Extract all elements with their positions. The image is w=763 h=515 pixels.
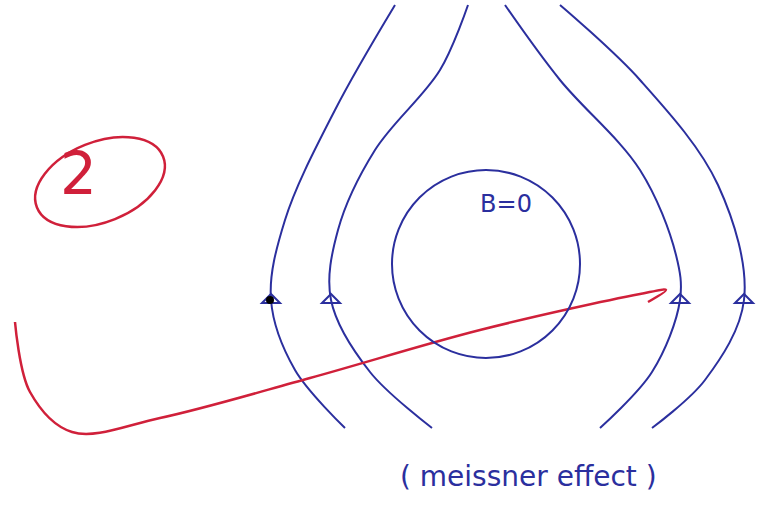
field-arrow [322,294,340,303]
callout-number: 2 [60,140,97,208]
field-arrow [735,294,753,303]
red-circle [22,119,178,244]
superconductor-circle: B=0 [390,168,582,360]
field-label: B=0 [480,190,532,218]
field-line [271,5,395,428]
field-arrow [671,294,689,303]
caption: ( meissner effect ) [400,460,657,493]
field-line [329,5,468,428]
ink-dot [266,296,274,304]
field-arrow [262,294,280,303]
field-line [560,5,745,428]
